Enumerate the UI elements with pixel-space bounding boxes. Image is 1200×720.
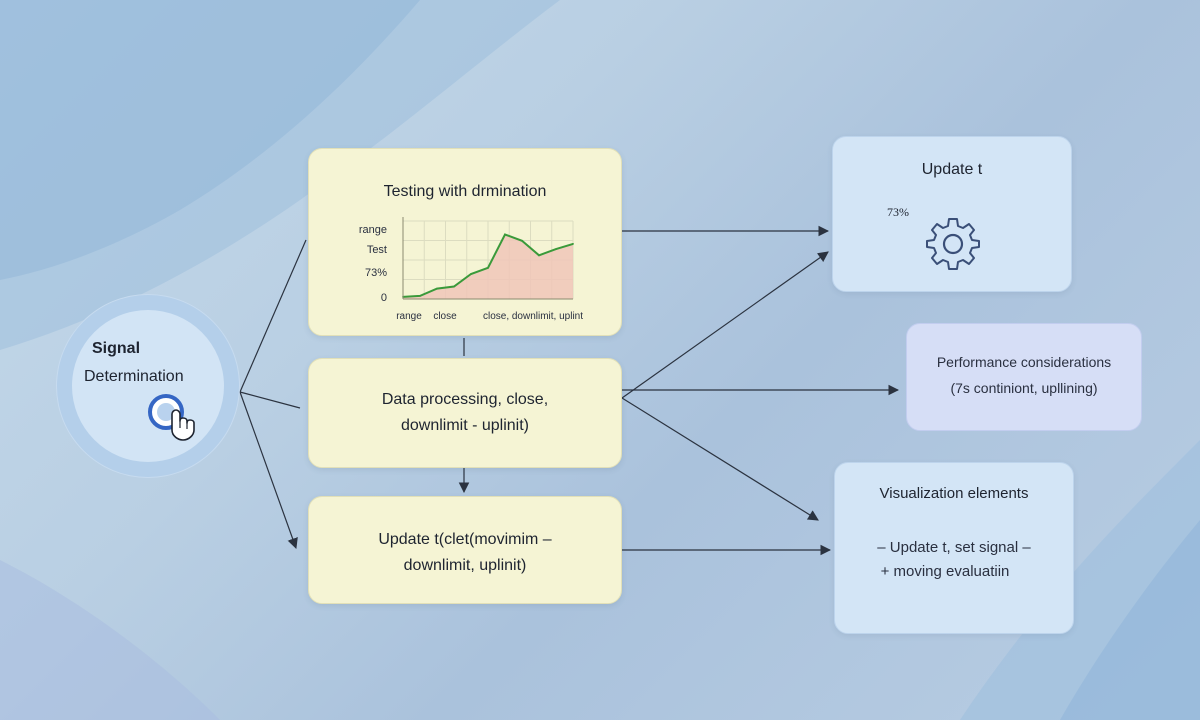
gear-icon: [926, 218, 980, 270]
chart-x-tick-label: close: [433, 311, 457, 322]
chart-area: [403, 234, 573, 299]
chart-point: [504, 233, 506, 236]
update-status-box[interactable]: Update t 73%: [832, 136, 1072, 292]
testing-title: Testing with drmination: [383, 183, 547, 200]
chart-point: [470, 273, 472, 275]
chart-point: [487, 266, 489, 269]
chart-y-tick-label: 73%: [365, 267, 387, 279]
performance-box[interactable]: Performance considerations (7s continion…: [906, 323, 1142, 431]
processing-line1: Data processing, close,: [381, 391, 549, 408]
performance-line1: Performance considerations: [936, 354, 1112, 370]
chart-y-tick-label: 0: [381, 292, 387, 304]
chart-point: [419, 295, 421, 297]
update-formula-box[interactable]: Update t(clet(movimim – downlimit, uplin…: [308, 496, 622, 604]
signal-label-line1: Signal: [92, 340, 141, 357]
chart-y-tick-label: range: [359, 224, 387, 236]
signal-determination-node[interactable]: Signal Determination: [56, 294, 240, 478]
signal-label-line2: Determination: [84, 368, 184, 385]
pointer-click-icon: [148, 394, 195, 441]
visualization-title: Visualization elements: [879, 485, 1029, 502]
visualization-line1: – Update t, set signal –: [877, 539, 1031, 556]
arrow-processing-to-visualization: [621, 397, 819, 521]
arrow-signal-to-processing: [239, 391, 301, 409]
signal-inner-circle: [72, 310, 224, 462]
arrow-signal-to-update: [239, 391, 298, 550]
chart-x-tick-label: close, downlimit, uplint: [483, 311, 583, 322]
visualization-line2: + moving evaluatiin: [880, 563, 1010, 580]
performance-line2: (7s continiont, upllining): [950, 380, 1098, 396]
chart-point: [521, 239, 523, 242]
visualization-box[interactable]: Visualization elements – Update t, set s…: [834, 462, 1074, 634]
chart-x-tick-label: range: [396, 311, 422, 322]
chart-point: [453, 285, 455, 288]
arrow-processing-to-update-right: [621, 251, 829, 399]
update-right-percent: 73%: [887, 205, 909, 219]
chart-point: [572, 243, 574, 245]
chart-point: [555, 248, 557, 250]
data-processing-box[interactable]: Data processing, close, downlimit - upli…: [308, 358, 622, 468]
processing-line2: downlimit - uplinit): [400, 417, 530, 434]
update-line1: Update t(clet(movimim –: [378, 531, 552, 548]
update-right-title: Update t: [921, 161, 983, 178]
chart-y-tick-label: Test: [367, 244, 387, 256]
chart-point: [538, 254, 540, 257]
arrow-signal-to-testing: [239, 239, 307, 393]
chart-point: [436, 287, 438, 290]
update-line2: downlimit, uplinit): [403, 557, 527, 574]
